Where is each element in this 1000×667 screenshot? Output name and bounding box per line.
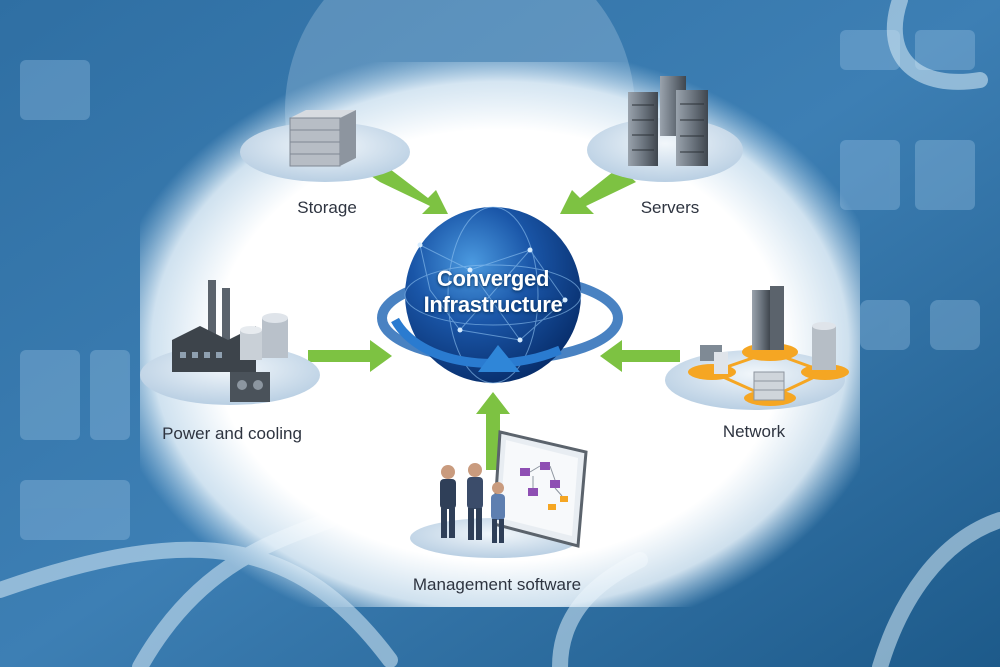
power-label: Power and cooling bbox=[162, 424, 302, 443]
arrow-power bbox=[308, 340, 392, 372]
servers-node bbox=[587, 76, 743, 182]
server-racks-icon bbox=[628, 76, 708, 166]
network-devices-icon bbox=[688, 286, 849, 406]
power-node bbox=[140, 280, 320, 405]
network-label: Network bbox=[722, 422, 786, 441]
hub-globe-icon bbox=[377, 206, 623, 384]
storage-icon bbox=[289, 110, 356, 167]
factory-icon bbox=[172, 280, 288, 402]
arrow-management bbox=[476, 392, 510, 470]
servers-label: Servers bbox=[640, 198, 700, 217]
network-node bbox=[665, 286, 849, 410]
hub-title-line2: Infrastructure bbox=[423, 292, 563, 317]
storage-label: Storage bbox=[297, 198, 357, 217]
hub-title-line1: Converged bbox=[436, 266, 550, 291]
management-node bbox=[410, 430, 588, 558]
presentation-board-icon bbox=[492, 430, 588, 548]
arrow-network bbox=[600, 340, 680, 372]
storage-node bbox=[240, 110, 410, 182]
management-label: Management software bbox=[412, 575, 582, 594]
people-icon bbox=[440, 463, 505, 543]
